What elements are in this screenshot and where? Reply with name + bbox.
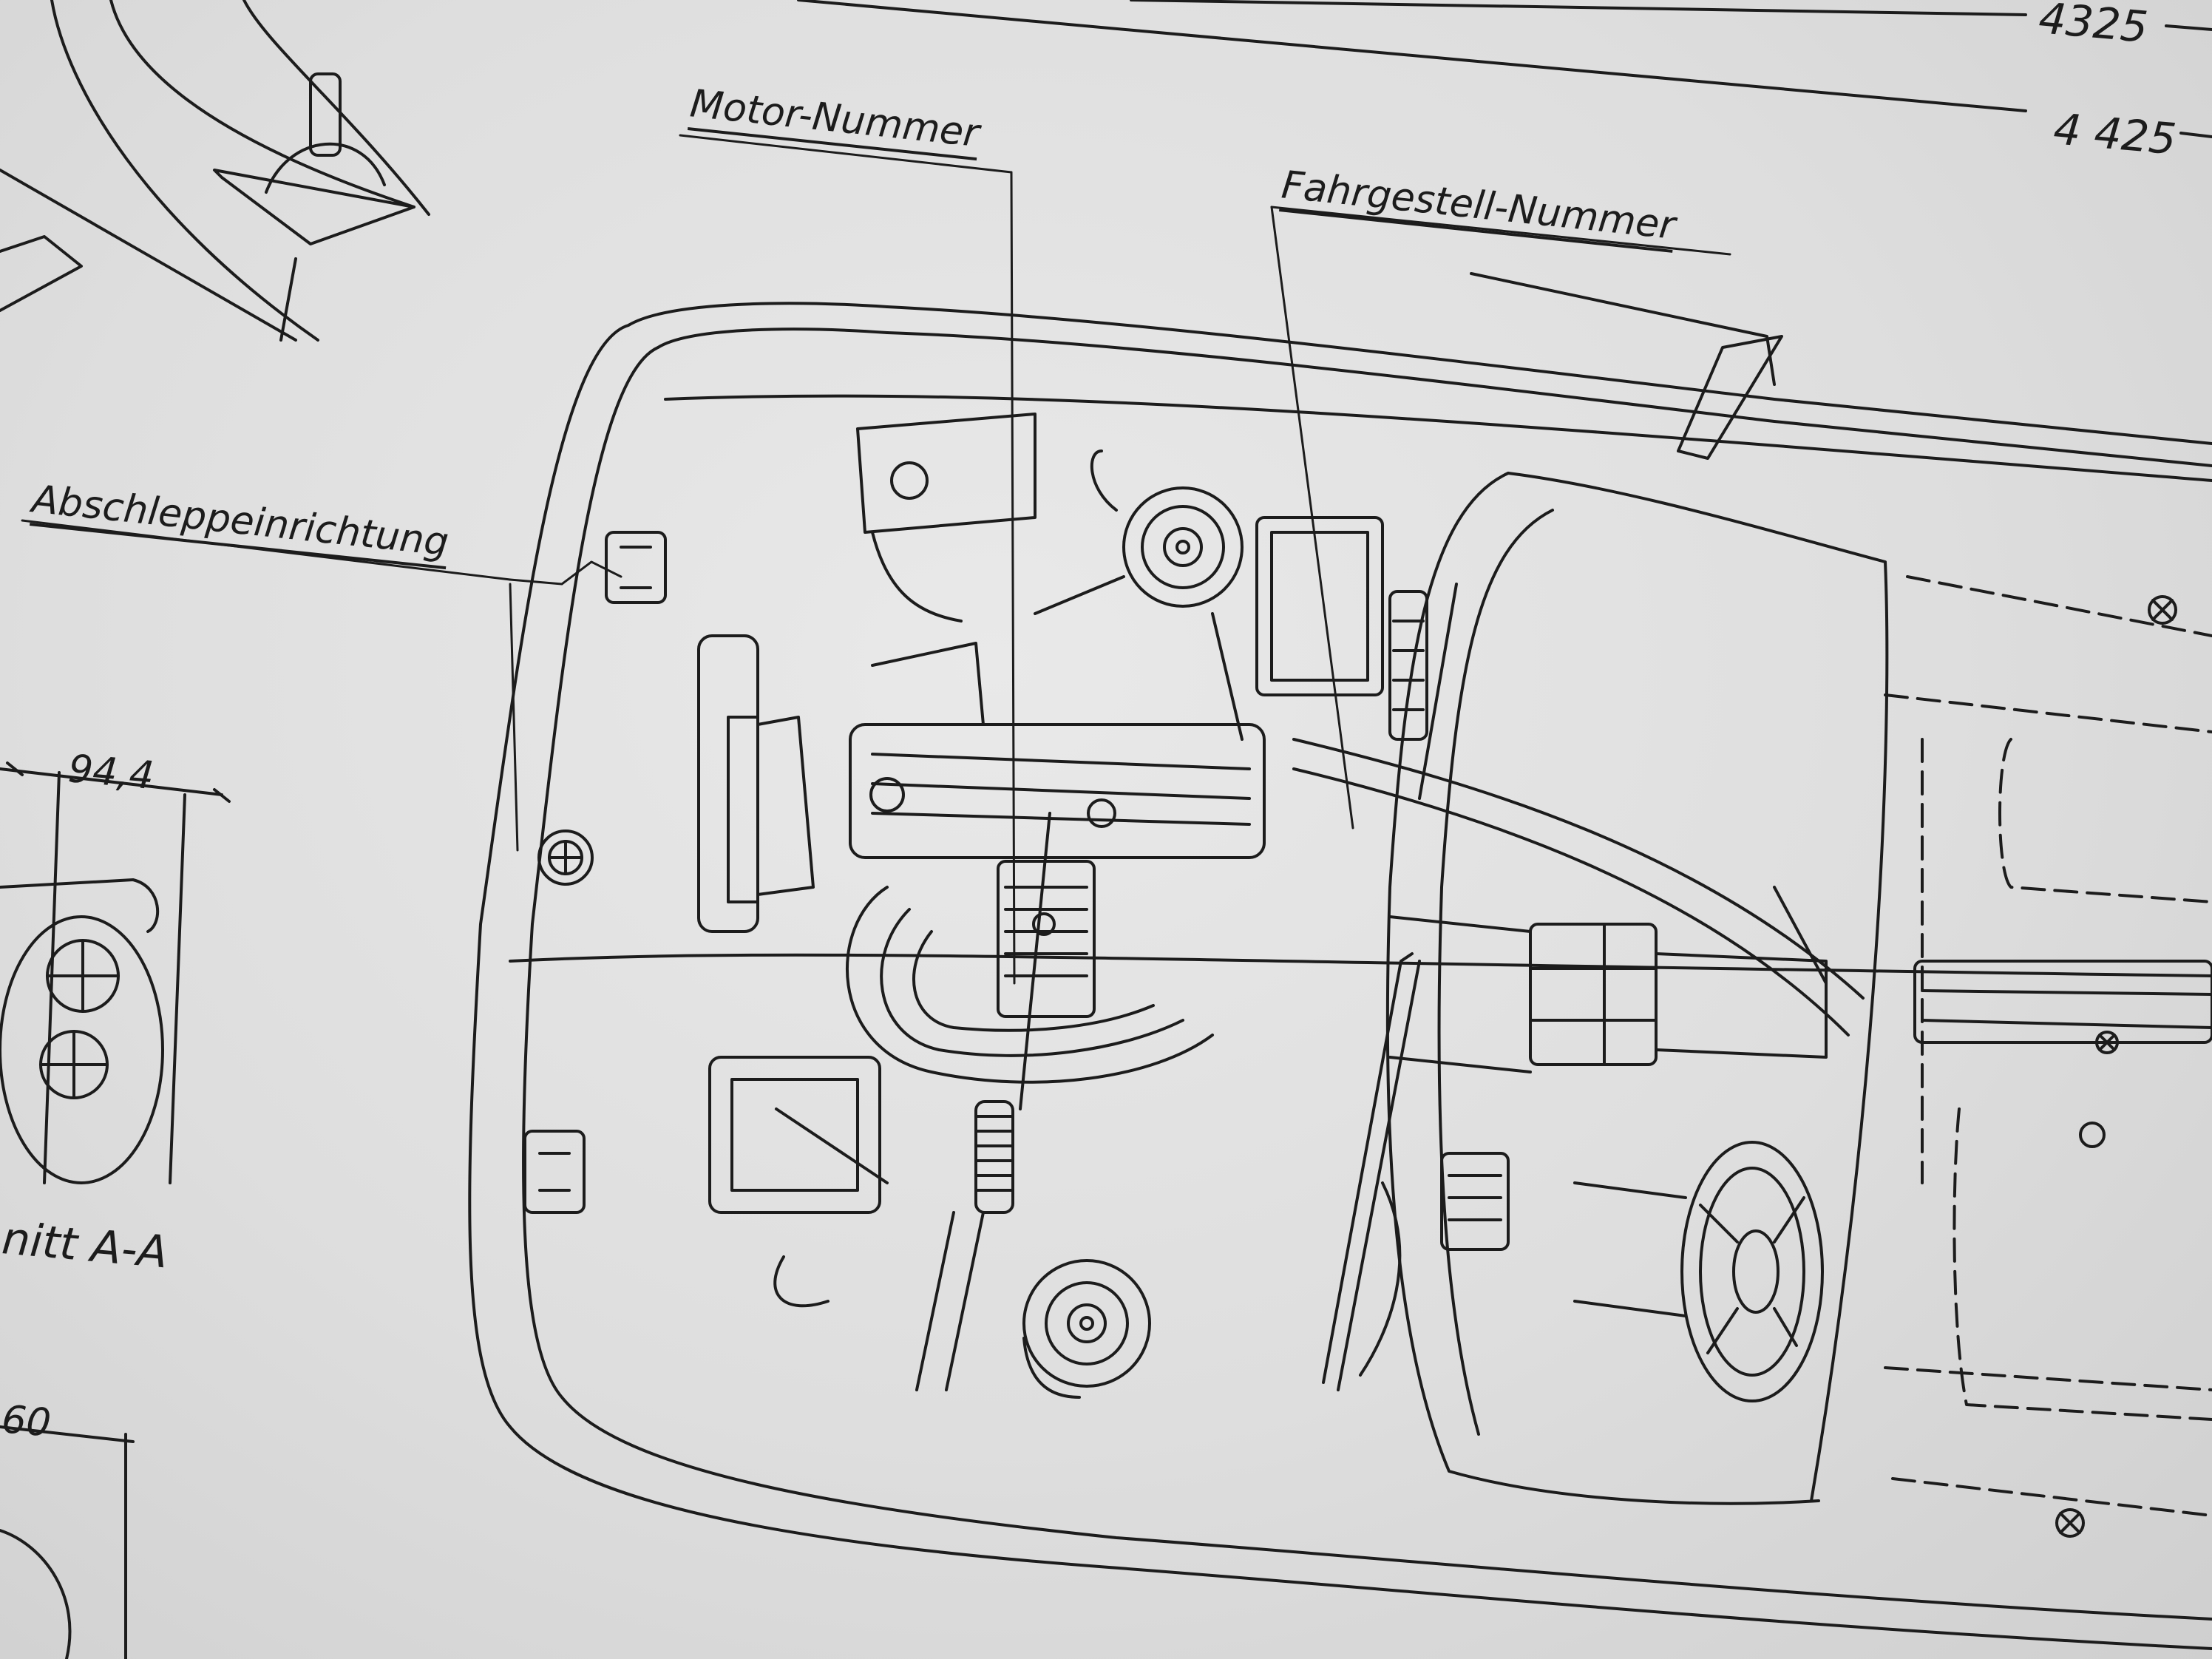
dimension-4425: 4 425 (2052, 104, 2179, 165)
dimension-94-4: 94,4 (67, 747, 156, 799)
gearbox (1388, 915, 1828, 1073)
steering-wheel (1573, 1141, 1824, 1402)
leader-lines (21, 134, 1731, 985)
pedal-assembly (1359, 1152, 1510, 1377)
alternator-top (1034, 449, 1244, 615)
front-emblem (537, 830, 594, 886)
radiator (697, 634, 815, 933)
tow-hook-housings (523, 531, 667, 1214)
battery-box (708, 1056, 889, 1308)
exhaust-pipe (1292, 738, 1865, 1037)
engine-block (845, 612, 1266, 1084)
top-dimension-lines (797, 0, 2212, 138)
section-a-a-drawing (0, 761, 231, 1659)
gearshift-console-sketch (0, 0, 430, 342)
dimension-60: 60 (0, 1397, 53, 1446)
wiper-details (1322, 583, 1458, 1391)
body-outline (468, 302, 2212, 1650)
steering-rack (915, 812, 1051, 1391)
cabin-panel (1385, 272, 1889, 1505)
seat-outlines (1884, 575, 2212, 1517)
intake-area (856, 413, 1384, 696)
alternator-bottom (1022, 1259, 1151, 1399)
seat-rails (1913, 595, 2212, 1538)
